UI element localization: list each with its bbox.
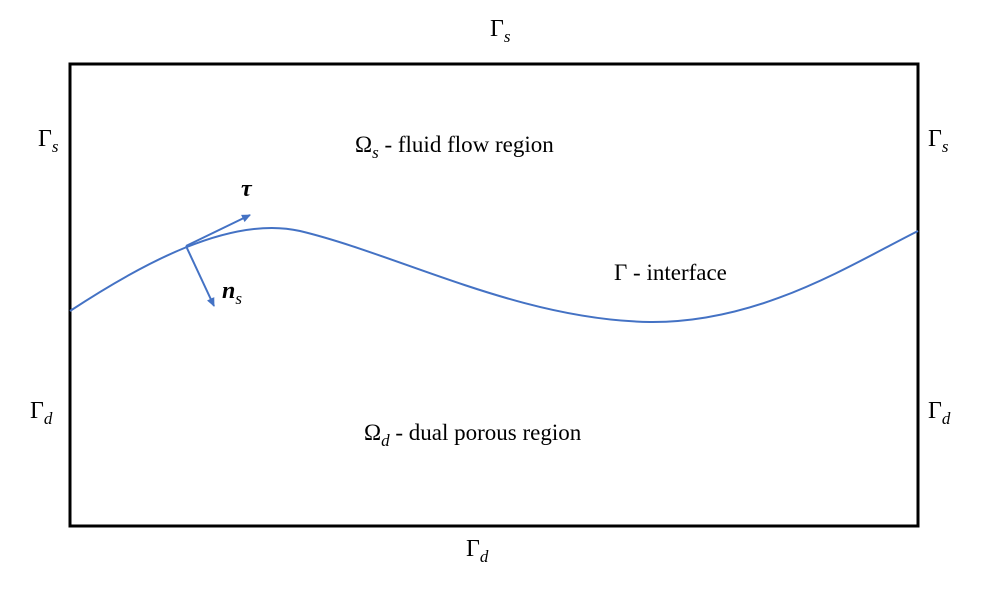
- normal-vector-arrow: [185, 245, 215, 307]
- fluid-region-label: Ωs - fluid flow region: [355, 132, 554, 162]
- tangent-vector-label: τ: [241, 176, 253, 202]
- interface-label: Γ - interface: [614, 260, 727, 285]
- normal-vector-label: ns: [222, 278, 242, 308]
- tangent-vector-arrow: [185, 214, 251, 247]
- boundary-label-bottom: Γd: [466, 536, 489, 566]
- domain-boundary-rect: [68, 62, 920, 528]
- boundary-label-right-lower: Γd: [928, 398, 951, 428]
- porous-region-label: Ωd - dual porous region: [364, 420, 582, 450]
- boundary-label-right-upper: Γs: [928, 126, 949, 156]
- boundary-label-top: Γs: [490, 16, 511, 46]
- boundary-label-left-upper: Γs: [38, 126, 59, 156]
- boundary-label-left-lower: Γd: [30, 398, 53, 428]
- interface-curve: [69, 226, 919, 324]
